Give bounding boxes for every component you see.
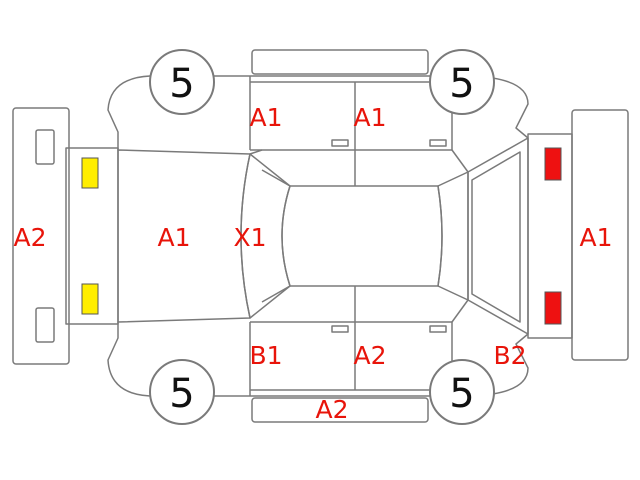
label-upper-front-door: A1: [249, 103, 282, 132]
front-bumper-slot-bottom: [35, 307, 55, 343]
rear-glass: [437, 171, 469, 301]
lower-window-line: [250, 286, 453, 391]
label-hood: A1: [157, 223, 190, 252]
rear-bumper: [571, 109, 629, 361]
tire-rear-left-value: 5: [449, 61, 474, 107]
lower-pillar: [451, 299, 469, 323]
tire-front-left: [149, 49, 215, 115]
upper-rear-handle: [429, 139, 447, 147]
tailgate-panel: [467, 137, 529, 335]
front-lamp-bottom: [81, 283, 99, 315]
label-windshield: X1: [233, 223, 266, 252]
label-rear-quarter: B2: [493, 341, 526, 370]
rear-lamp-top: [544, 147, 562, 181]
upper-front-handle: [331, 139, 349, 147]
label-lower-rear-door: A2: [353, 341, 386, 370]
tire-rear-left: [429, 49, 495, 115]
tire-front-right: [149, 359, 215, 425]
front-lamp-top: [81, 157, 99, 189]
roof-panel: [281, 185, 443, 287]
rear-lamp-bottom: [544, 291, 562, 325]
tailgate-inner: [471, 151, 521, 323]
tire-rear-right: [429, 359, 495, 425]
label-upper-rear-door: A1: [353, 103, 386, 132]
tire-rear-right-value: 5: [449, 371, 474, 417]
lower-front-handle: [331, 325, 349, 333]
front-bumper: [12, 107, 70, 365]
tire-front-right-value: 5: [169, 371, 194, 417]
label-lower-rocker: A2: [315, 395, 348, 424]
label-lower-front-door: B1: [249, 341, 282, 370]
upper-pillar: [451, 149, 469, 173]
front-bumper-slot-top: [35, 129, 55, 165]
label-rear-bumper: A1: [579, 223, 612, 252]
label-front-bumper: A2: [13, 223, 46, 252]
tire-front-left-value: 5: [169, 61, 194, 107]
lower-rocker: [251, 397, 429, 423]
upper-window-line: [249, 81, 453, 186]
upper-rocker: [251, 49, 429, 75]
lower-rear-handle: [429, 325, 447, 333]
windshield-inner: [261, 169, 291, 303]
